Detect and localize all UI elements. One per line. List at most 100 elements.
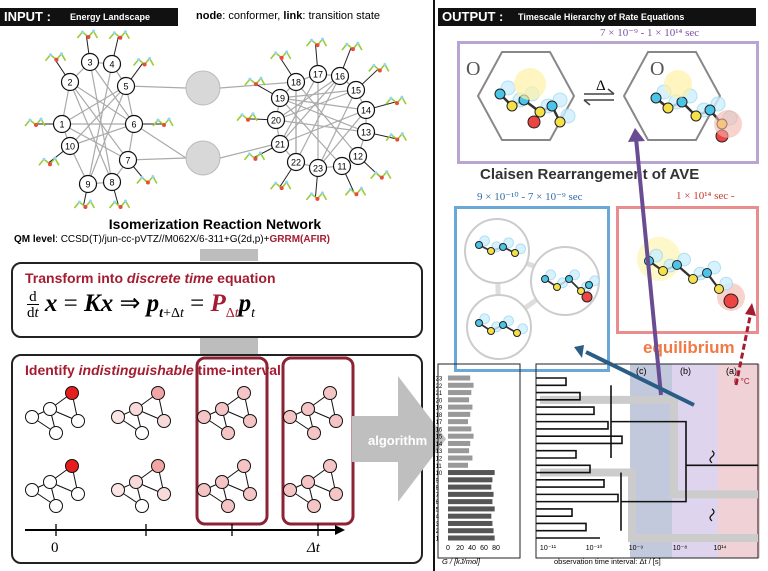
claisen-delta: Δ (596, 78, 606, 94)
claisen-scheme (476, 51, 742, 143)
network-node: 21 (270, 134, 290, 154)
energy-bar (448, 506, 495, 512)
node-label: 16 (335, 72, 345, 82)
t-tick-label: 10⁻⁸ (673, 545, 687, 552)
node-label: 6 (131, 120, 136, 130)
network-edge (317, 89, 357, 169)
energy-bar (448, 520, 493, 526)
t-tick-label: 10¹⁴ (713, 545, 726, 552)
network-edge (275, 89, 357, 121)
legend-link-val: : transition state (302, 10, 381, 22)
y-tick-label: 19 (436, 406, 443, 412)
g-tick-label: 60 (480, 545, 488, 552)
network-edge (275, 75, 341, 121)
y-tick-label: 18 (436, 413, 443, 419)
network-edge (279, 73, 319, 145)
state-graph (197, 459, 257, 513)
y-tick-label: 16 (436, 427, 443, 433)
band-a (718, 364, 760, 558)
energy-bar (448, 390, 472, 396)
network-edge (61, 85, 127, 125)
legend-node-key: node (196, 10, 223, 22)
time-axis-arrow (335, 525, 345, 535)
algorithm-arrow (352, 376, 446, 502)
g-axis-label: G / [kJ/mol] (442, 557, 481, 566)
energy-bar (448, 455, 473, 461)
output-header: OUTPUT : Timescale Hierarchy of Rate Equ… (438, 8, 756, 26)
molecule-sketch (44, 52, 67, 62)
claisen-label: Claisen Rearrangement of AVE (480, 166, 700, 183)
y-tick-label: 23 (436, 377, 443, 383)
y-tick-label: 13 (436, 449, 443, 455)
molecule-sketch (370, 170, 392, 180)
y-tick-label: 6 (436, 500, 440, 506)
network-node: 3 (80, 52, 100, 72)
network-edge (69, 123, 135, 147)
qm-level-accent: GRRM(AFIR) (269, 234, 331, 245)
identify-suffix: time-interval (193, 362, 281, 378)
network-node: 14 (356, 100, 376, 120)
node-label: 7 (125, 156, 130, 166)
y-tick-label: 7 (436, 493, 440, 499)
g-tick-label: 0 (446, 545, 450, 552)
energy-bar (448, 433, 474, 439)
molecule-sketch (152, 117, 174, 127)
network-edge (279, 97, 343, 167)
timeline-dt: Δt (307, 540, 320, 556)
node-label: 20 (271, 116, 281, 126)
node-label: 13 (361, 128, 371, 138)
network-edge (69, 81, 129, 161)
molecule-sketch (385, 132, 407, 142)
claisen-range: 7 × 10⁻⁹ - 1 × 10¹⁴ sec (600, 27, 700, 39)
network-edge (279, 89, 357, 99)
energy-bar (448, 528, 494, 534)
network-node: 8 (102, 172, 122, 192)
network-node: 19 (270, 88, 290, 108)
molecule-sketch (270, 180, 292, 191)
energy-bar (448, 513, 492, 519)
energy-bar (448, 477, 493, 483)
state-graph (197, 386, 257, 440)
input-header: INPUT : Energy Landscape (0, 8, 178, 26)
qm-level: QM level: CCSD(T)/jun-cc-pVTZ//M062X/6-3… (14, 234, 330, 245)
node-label: 14 (361, 106, 371, 116)
node-label: 21 (275, 140, 285, 150)
red-range: 1 × 10¹⁴ sec - (676, 190, 735, 202)
network-node: 23 (308, 158, 328, 178)
temperature-label: 0 °C (734, 377, 750, 386)
node-label: 18 (291, 78, 301, 88)
node-label: 12 (353, 152, 363, 162)
energy-bar (448, 426, 472, 432)
input-header-title: Energy Landscape (70, 12, 151, 22)
molecule-sketch (344, 186, 367, 197)
network-edge (279, 109, 367, 145)
network-node: 1 (52, 114, 72, 134)
transform-suffix: equation (213, 270, 276, 286)
network-node: 22 (286, 152, 306, 172)
molecule-sketch (73, 199, 96, 209)
node-label: 1 (59, 120, 64, 130)
molecule-sketch (385, 95, 407, 106)
y-tick-label: 2 (436, 529, 440, 535)
legend-node-val: : conformer, (222, 10, 284, 22)
y-tick-label: 12 (436, 457, 443, 463)
arrow-to-red (734, 311, 753, 386)
divider (433, 0, 435, 571)
molecule-sketch (108, 199, 131, 209)
molecule-sketch (38, 156, 60, 167)
network-edge (125, 85, 187, 89)
state-graph (25, 459, 85, 513)
state-graph (111, 386, 171, 440)
network-edge (219, 143, 277, 159)
state-graph (283, 386, 343, 440)
network-node: 4 (102, 54, 122, 74)
network-edge (69, 81, 135, 125)
node-label: 8 (109, 178, 114, 188)
t-tick-label: 10⁻¹⁰ (586, 544, 603, 552)
molecule-sketch (136, 175, 158, 185)
y-tick-label: 3 (436, 522, 440, 528)
state-graph (25, 386, 85, 440)
transform-em: discrete time (126, 270, 214, 286)
energy-bar (448, 499, 493, 505)
